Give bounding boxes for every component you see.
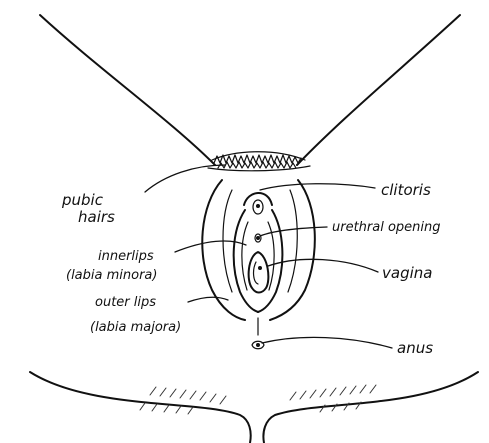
- label-pubic-hairs-line1: pubic: [61, 191, 104, 209]
- label-inner-lips-line2: (labia minora): [66, 268, 157, 283]
- label-vagina: vagina: [382, 264, 432, 282]
- label-anus: anus: [397, 339, 433, 357]
- label-outer-lips-line1: outer lips: [95, 295, 156, 310]
- left-buttock-outline: [30, 372, 251, 443]
- right-buttock-outline: [263, 372, 478, 443]
- outer-lip-right-inner: [288, 190, 297, 292]
- label-urethral-opening: urethral opening: [332, 220, 441, 235]
- inner-lip-left-fold: [242, 222, 248, 290]
- inner-lip-left: [234, 210, 258, 312]
- right-thigh-outline: [297, 15, 460, 165]
- label-inner-lips-line1: innerlips: [98, 249, 154, 264]
- inner-lip-right: [258, 210, 282, 312]
- pubic-hair-cluster: [212, 152, 305, 168]
- leader-clitoris: [260, 184, 375, 190]
- clitoral-hood: [244, 193, 272, 205]
- vaginal-opening-inner: [254, 262, 258, 284]
- leader-anus: [262, 337, 392, 348]
- label-pubic-hairs-line2: hairs: [78, 208, 115, 226]
- pointer-dot-vagina: [258, 266, 262, 270]
- left-thigh-outline: [40, 15, 215, 165]
- leader-outer-lips: [188, 297, 228, 302]
- label-outer-lips-line2: (labia majora): [90, 320, 181, 335]
- pointer-dot-clitoris: [256, 204, 260, 208]
- vaginal-opening-shape: [249, 252, 269, 293]
- buttock-shading-right: [290, 385, 376, 412]
- outer-lip-right: [270, 180, 315, 320]
- pointer-dot-anus: [256, 343, 260, 347]
- pointer-dot-urethral-opening: [256, 236, 260, 240]
- leader-vagina: [268, 259, 378, 272]
- label-clitoris: clitoris: [381, 181, 431, 199]
